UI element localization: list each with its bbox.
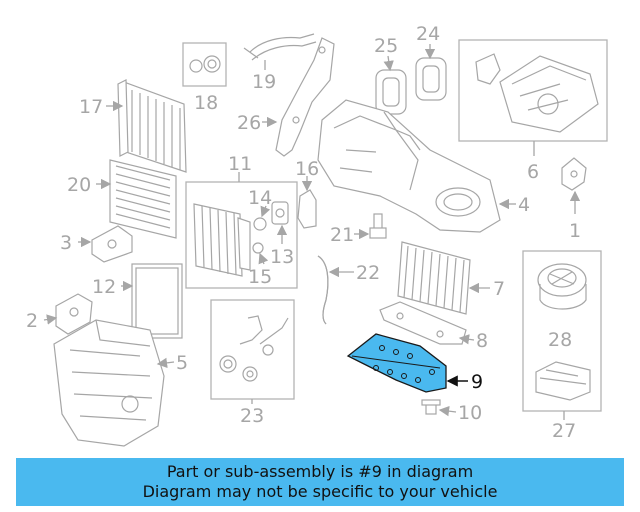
callout-2: 2 <box>26 310 38 332</box>
callout-25: 25 <box>374 35 398 57</box>
part-21-sensor <box>369 213 387 239</box>
callout-27: 27 <box>552 420 576 442</box>
callout-21: 21 <box>330 224 354 246</box>
callout-12: 12 <box>92 276 116 298</box>
callout-20: 20 <box>67 174 91 196</box>
part-17-heater-core <box>117 79 187 173</box>
part-26-bracket <box>275 37 335 157</box>
callout-13: 13 <box>270 246 294 268</box>
callout-17: 17 <box>79 96 103 118</box>
part-24-seal <box>415 57 447 101</box>
group-box-11 <box>185 181 298 289</box>
part-4-hvac-housing <box>317 99 501 233</box>
part-16-clip <box>297 189 317 229</box>
callout-22: 22 <box>356 262 380 284</box>
group-box-23 <box>210 299 295 400</box>
part-12-frame <box>131 263 183 339</box>
callout-14: 14 <box>248 187 272 209</box>
callout-11: 11 <box>228 153 252 175</box>
callout-8: 8 <box>476 330 488 352</box>
part-18-clips <box>189 55 221 73</box>
callout-4: 4 <box>518 194 530 216</box>
callout-19: 19 <box>252 71 276 93</box>
group-box-27 <box>522 250 602 412</box>
group-box-6 <box>458 39 608 142</box>
part-28-resistor <box>535 361 591 401</box>
part-9-highlighted <box>346 333 447 393</box>
part-3-actuator <box>91 225 133 263</box>
callout-23: 23 <box>240 405 264 427</box>
part-7-cabin-filter <box>397 241 471 315</box>
part-22-hose <box>317 255 329 325</box>
callout-10: 10 <box>458 402 482 424</box>
callout-9: 9 <box>471 371 483 393</box>
callout-26: 26 <box>237 112 261 134</box>
callout-24: 24 <box>416 23 440 45</box>
part-15-oring <box>252 242 264 254</box>
part-13-valve <box>271 201 289 225</box>
group-box-18 <box>182 42 227 87</box>
part-23-pipes <box>219 315 289 382</box>
callout-labels: 1 2 3 4 5 6 7 8 9 10 11 12 13 14 15 16 1… <box>26 23 581 442</box>
callout-3: 3 <box>60 232 72 254</box>
part-5-housing <box>53 319 165 447</box>
callout-6: 6 <box>527 161 539 183</box>
part-20-evaporator <box>109 159 177 239</box>
callout-5: 5 <box>176 352 188 374</box>
part-10-screw <box>421 399 441 415</box>
callout-15: 15 <box>248 266 272 288</box>
part-6-blower-housing <box>475 53 599 133</box>
part-11-core <box>193 203 251 277</box>
leader-lines <box>43 44 581 420</box>
part-2-actuator <box>55 293 93 335</box>
banner-line-1: Part or sub-assembly is #9 in diagram <box>166 462 474 481</box>
callout-16: 16 <box>295 158 319 180</box>
banner-line-2: Diagram may not be specific to your vehi… <box>142 482 498 501</box>
callout-1: 1 <box>569 220 581 242</box>
callout-18: 18 <box>194 92 218 114</box>
part-1-sensor <box>561 157 587 191</box>
info-banner: Part or sub-assembly is #9 in diagram Di… <box>16 458 624 506</box>
callout-28: 28 <box>548 329 572 351</box>
part-25-seal <box>375 69 407 115</box>
part-27-blower-motor <box>537 263 587 310</box>
part-19-heater-pipes <box>243 33 317 70</box>
callout-7: 7 <box>493 278 505 300</box>
part-14-oring <box>253 217 267 231</box>
